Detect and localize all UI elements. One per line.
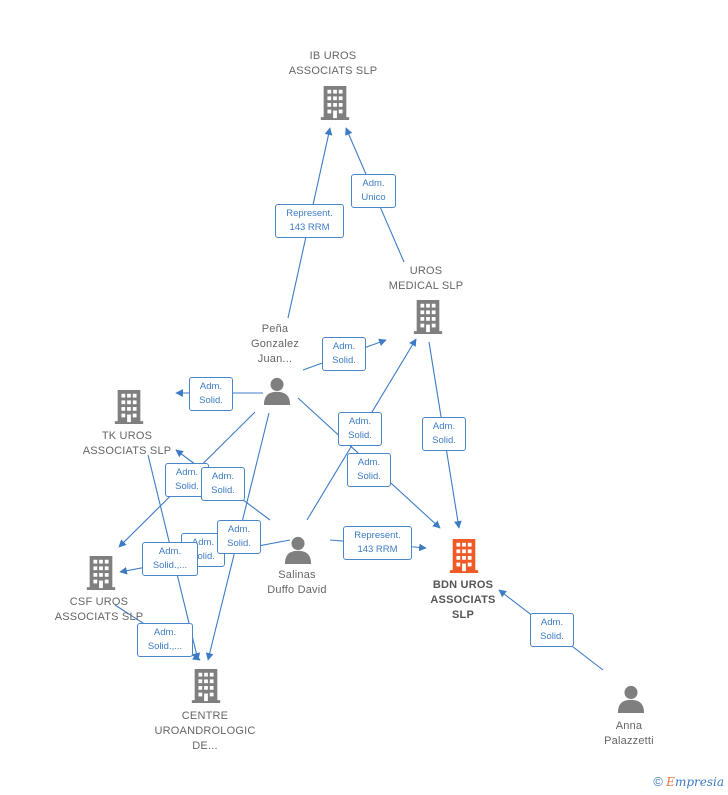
node-bdn-uros-label[interactable]: BDN UROS ASSOCIATS SLP <box>430 579 496 621</box>
edge-label-tk-centre[interactable]: Adm. Solid.,... <box>137 623 193 657</box>
person-icon <box>617 685 645 713</box>
copyright-icon: © <box>653 774 663 789</box>
edge-label-pena-uros[interactable]: Adm. Solid. <box>322 337 366 371</box>
node-csf-uros-label[interactable]: CSF UROS ASSOCIATS SLP <box>54 596 144 623</box>
node-ib-uros-label[interactable]: IB UROS ASSOCIATS SLP <box>288 50 378 77</box>
edge-label-uros-bdn[interactable]: Adm. Solid. <box>422 417 466 451</box>
edge-label-pena-tk[interactable]: Adm. Solid. <box>189 377 233 411</box>
building-icon <box>413 300 443 334</box>
edge-label-pena-ib[interactable]: Represent. 143 RRM <box>275 204 344 238</box>
edge-label-pena-bdn[interactable]: Adm. Solid. <box>347 453 391 487</box>
edge-label-pena-centre[interactable]: Adm. Solid. <box>217 520 261 554</box>
node-centre-label[interactable]: CENTRE UROANDROLOGIC DE... <box>154 710 256 752</box>
building-icon <box>191 669 221 703</box>
edge-label-salinas-uros[interactable]: Adm. Solid. <box>338 412 382 446</box>
node-salinas-label[interactable]: Salinas Duffo David <box>267 569 327 596</box>
edge-label-csf-centre[interactable]: Adm. Solid.,... <box>142 542 198 576</box>
edge-label-salinas-bdn[interactable]: Represent. 143 RRM <box>343 526 412 560</box>
brand-logo: Empresia <box>666 775 724 789</box>
footer-brand[interactable]: © Empresia <box>653 774 724 789</box>
edge-label-anna-bdn[interactable]: Adm. Solid. <box>530 613 574 647</box>
node-tk-uros-label[interactable]: TK UROS ASSOCIATS SLP <box>82 430 172 457</box>
building-icon <box>86 556 116 590</box>
brand-first-letter: E <box>666 775 675 789</box>
node-anna-label[interactable]: Anna Palazzetti <box>604 720 654 747</box>
person-icon <box>263 377 291 405</box>
node-uros-medical-label[interactable]: UROS MEDICAL SLP <box>388 265 464 292</box>
edge-label-uros-ib[interactable]: Adm. Unico <box>351 174 396 208</box>
person-icon <box>284 536 312 564</box>
building-icon <box>114 390 144 424</box>
brand-rest: mpresia <box>674 775 724 789</box>
node-pena-label[interactable]: Peña Gonzalez Juan... <box>250 323 300 365</box>
edge-label-salinas-tk[interactable]: Adm. Solid. <box>201 467 245 501</box>
building-icon <box>320 86 350 120</box>
building-icon <box>449 539 479 573</box>
